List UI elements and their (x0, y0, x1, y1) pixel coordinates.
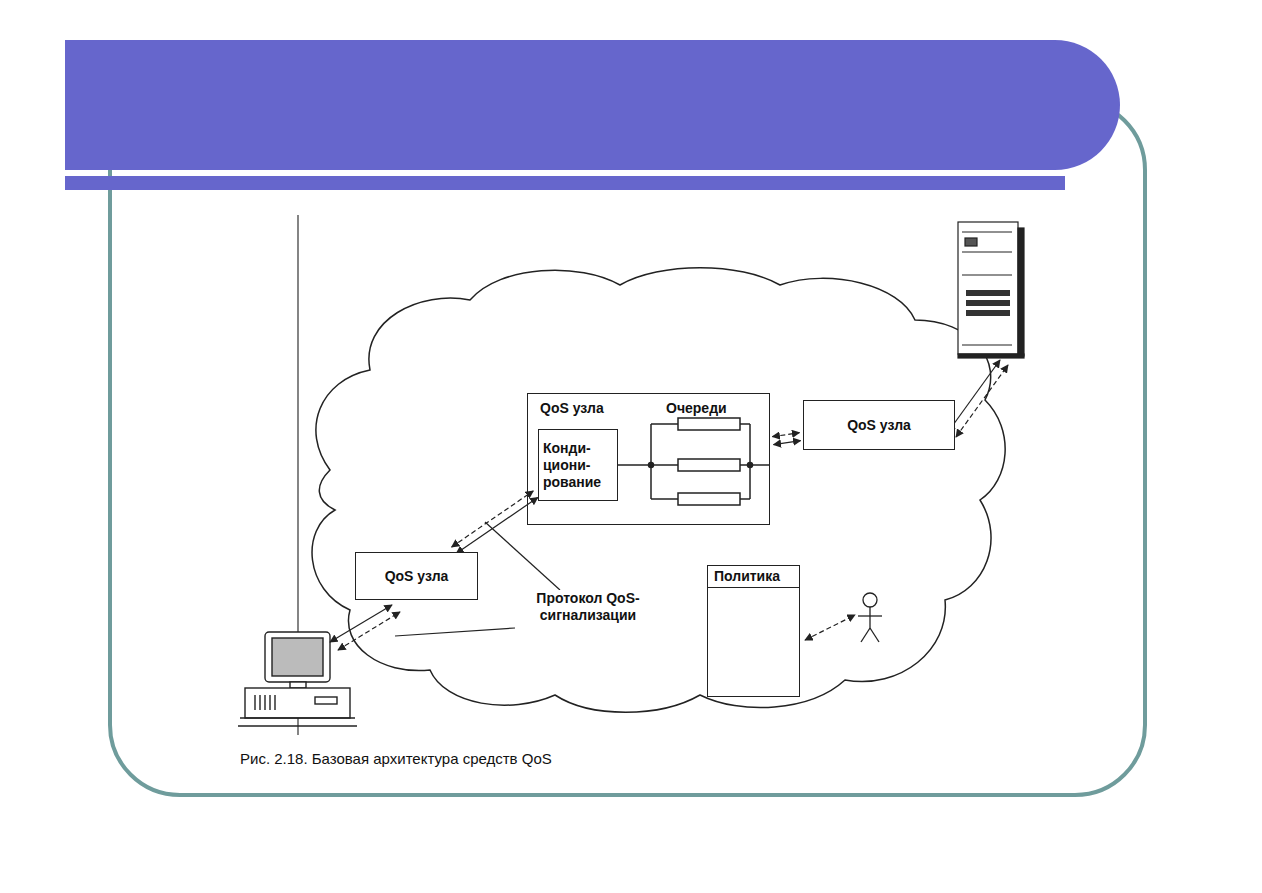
policy-box: Политика (707, 565, 800, 697)
header-band (65, 40, 1120, 170)
node-label: Политика (708, 568, 799, 588)
slide-frame (110, 100, 1145, 795)
link-line (774, 441, 801, 445)
link-line (772, 433, 799, 437)
signal-link (772, 433, 800, 445)
queue-set (617, 418, 770, 505)
link-line (452, 491, 534, 547)
figure-caption: Рис. 2.18. Базовая архитектура средств Q… (240, 750, 552, 768)
qos-node-box: QoS узла (355, 552, 478, 600)
static-links (330, 360, 1008, 650)
header-stripe (65, 176, 1065, 190)
callout-label: Протокол QoS-сигнализации (515, 590, 661, 624)
conditioning-box: Конди- циони- рование (538, 429, 618, 501)
network-cloud (312, 268, 1005, 713)
signal-link (452, 491, 538, 554)
node-label: QoS узла (847, 417, 911, 434)
node-label: Очереди (666, 400, 727, 417)
workstation-icon (238, 632, 357, 726)
server-icon (958, 222, 1024, 358)
qos-node-box: QoS узла ОчередиКонди- циони- рование (527, 393, 770, 525)
node-label: QoS узла (385, 568, 449, 585)
node-label: QoS узла (540, 400, 604, 417)
administrator-figure (858, 593, 882, 642)
link-line (456, 497, 538, 553)
node-label: Конди- циони- рование (543, 440, 613, 491)
qos-node-box: QoS узла (803, 400, 955, 450)
